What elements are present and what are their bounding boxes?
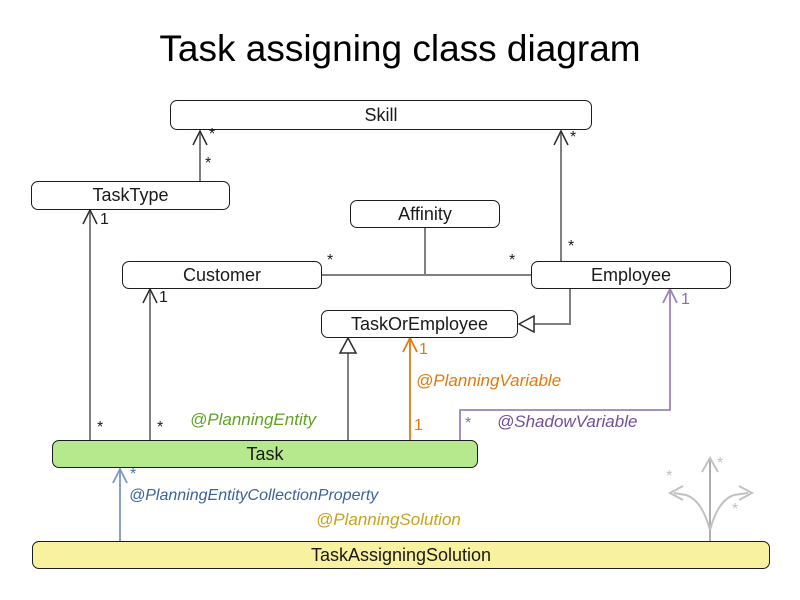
- arrowhead-customer: [142, 287, 158, 304]
- shadow-variable-arrowhead: [662, 286, 678, 304]
- triangle-taskoremployee-right: [517, 314, 535, 334]
- class-box-employee: Employee: [531, 261, 731, 289]
- multiplicity-skill-employee-top: *: [570, 129, 577, 146]
- triangle-taskoremployee-bottom: [338, 336, 358, 354]
- class-label-affinity: Affinity: [398, 203, 452, 224]
- multiplicity-customer-task-bottom: *: [157, 419, 164, 436]
- watermark-fork-icon: [667, 455, 755, 541]
- multiplicity-tasktype-task-top: 1: [100, 211, 109, 228]
- class-label-customer: Customer: [182, 264, 262, 285]
- generalization-employee-line: [534, 289, 571, 325]
- arrowhead-skill-left: [192, 129, 208, 146]
- diagram-title: Task assigning class diagram: [159, 28, 641, 69]
- class-box-taskoremployee: TaskOrEmployee: [321, 310, 518, 338]
- class-box-tasktype: TaskType: [31, 181, 230, 210]
- arrowhead-tasktype: [82, 208, 98, 225]
- annotation-planning-variable: @PlanningVariable: [416, 371, 562, 390]
- class-label-employee: Employee: [590, 264, 672, 285]
- annotation-shadow-variable: @ShadowVariable: [497, 412, 638, 431]
- multiplicity-skill-tasktype-bottom: *: [205, 155, 212, 172]
- collection-property-arrowhead: [112, 466, 128, 484]
- annotation-planning-solution: @PlanningSolution: [316, 510, 461, 529]
- multiplicity-watermark-left: *: [666, 468, 673, 485]
- class-box-task: Task: [52, 440, 478, 468]
- multiplicity-skill-employee-bottom: *: [568, 238, 575, 255]
- annotation-planning-entity-collection-property: @PlanningEntityCollectionProperty: [129, 487, 379, 504]
- multiplicity-skill-tasktype-top: *: [209, 126, 216, 143]
- class-label-skill: Skill: [364, 104, 398, 125]
- class-label-task: Task: [246, 443, 284, 464]
- multiplicity-collection-property: *: [130, 466, 137, 483]
- multiplicity-planning-variable-bottom: 1: [414, 417, 423, 434]
- class-box-skill: Skill: [170, 100, 592, 130]
- shadow-variable-line: [459, 289, 671, 440]
- class-box-customer: Customer: [122, 261, 322, 289]
- multiplicity-customer-affinity: *: [327, 252, 334, 269]
- annotation-planning-entity: @PlanningEntity: [190, 410, 316, 429]
- multiplicity-customer-task-top: 1: [159, 289, 168, 306]
- planning-variable-arrowhead: [402, 335, 418, 353]
- class-label-tasktype: TaskType: [92, 185, 169, 205]
- class-box-taskassigningsolution: TaskAssigningSolution: [32, 541, 770, 569]
- multiplicity-planning-variable-top: 1: [419, 341, 428, 358]
- multiplicity-watermark-up: *: [717, 455, 724, 472]
- class-label-taskoremployee: TaskOrEmployee: [350, 313, 489, 334]
- class-label-taskassigningsolution: TaskAssigningSolution: [310, 544, 492, 565]
- arrowhead-skill-right: [553, 129, 569, 146]
- multiplicity-shadow-variable-top: 1: [681, 291, 690, 308]
- multiplicity-watermark-right: *: [732, 501, 739, 518]
- multiplicity-tasktype-task-bottom: *: [97, 419, 104, 436]
- class-box-affinity: Affinity: [350, 200, 500, 228]
- multiplicity-shadow-variable-bottom: *: [465, 415, 472, 432]
- multiplicity-employee-affinity: *: [509, 252, 516, 269]
